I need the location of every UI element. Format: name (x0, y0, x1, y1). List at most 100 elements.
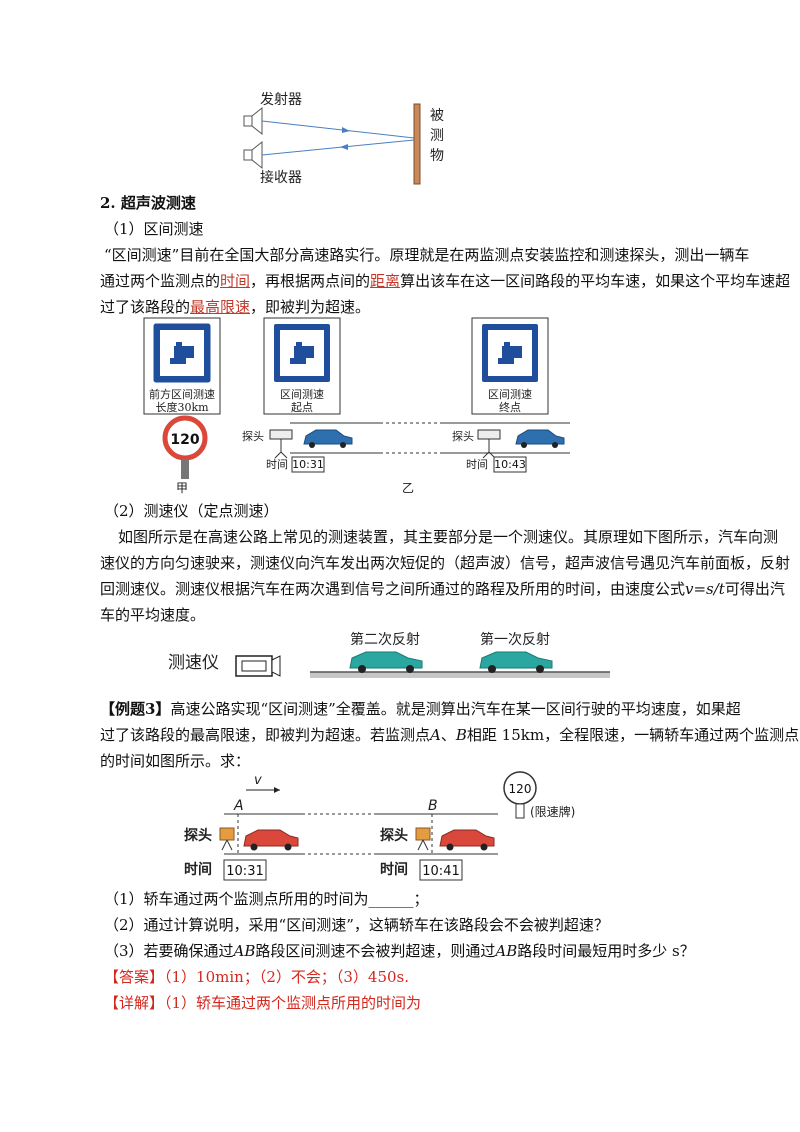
car-icon (303, 429, 353, 448)
text-span: ，即被判为超速。 (250, 298, 371, 316)
text-span: 可得出汽 (724, 580, 785, 598)
car-icon (243, 829, 299, 851)
label-point-a: A (233, 798, 244, 814)
text-span: 过了该路段的最高限速，即被判为超速。若监测点 (100, 726, 431, 744)
text-span: 相距 15km，全程限速，一辆轿车通过两个监测点 (466, 726, 800, 744)
subheading-interval: （1）区间测速 (104, 220, 204, 238)
end-sign-line1: 区间测速 (488, 388, 532, 401)
end-sign-line2: 终点 (499, 400, 521, 414)
para1-line2: 通过两个监测点的时间，再根据两点间的距离算出该车在这一区间路段的平均车速，如果这… (100, 268, 790, 294)
speed-limit-value: 120 (170, 432, 199, 448)
object-label-2: 测 (430, 128, 444, 144)
question-2: （2）通过计算说明，采用“区间测速”，这辆轿车在该路段会不会被判超速？ (104, 916, 609, 934)
example-line3: 的时间如图所示。求： (100, 752, 251, 770)
point-a: A (430, 726, 441, 744)
segment-ab: AB (495, 942, 518, 960)
text-span: 算出该车在这一区间路段的平均车速，如果这个平均车速超 (400, 272, 791, 290)
label-point-b: B (428, 798, 438, 814)
probe-camera-icon (269, 429, 293, 459)
label-jia: 甲 (176, 481, 188, 495)
camera-icon (498, 342, 522, 364)
text-span: 过了该路段的 (100, 298, 191, 316)
limit-sign-label: (限速牌) (530, 805, 575, 819)
receiver-label: 接收器 (260, 169, 302, 186)
first-reflection-label: 第一次反射 (480, 631, 550, 648)
object-label-3: 物 (430, 148, 444, 164)
receiver-speaker-icon (243, 140, 263, 170)
reflect-beam (261, 139, 415, 156)
highlight-speed-limit: 最高限速 (190, 298, 251, 316)
para2-line3: 回测速仪。测速仪根据汽车在两次遇到信号之间所通过的路程及所用的时间，由速度公式v… (100, 576, 785, 602)
sign-front-line1: 前方区间测速 (149, 387, 215, 401)
probe-label-2: 探头 (452, 430, 474, 443)
device-label: 测速仪 (168, 653, 219, 673)
emitter-label: 发射器 (260, 92, 302, 108)
car-icon (479, 651, 553, 673)
para1-line3: 过了该路段的最高限速，即被判为超速。 (100, 294, 710, 320)
text-span: 高速公路实现“区间测速”全覆盖。就是测算出汽车在某一区间行驶的平均速度，如果超 (170, 700, 741, 718)
text-span: 路段时间最短用时多少 s？ (517, 942, 695, 960)
probe-label-1: 探头 (242, 430, 264, 443)
time-label-b: 时间 (380, 861, 408, 878)
segment-ab: AB (233, 942, 256, 960)
object-label-1: 被 (430, 108, 444, 124)
subheading-fixed: （2）测速仪（定点测速） (104, 502, 279, 520)
para1-line1: “区间测速”目前在全国大部分高速路实行。原理就是在两监测点安装监控和测速探头，测… (104, 246, 750, 264)
explain-line: 【详解】（1）轿车通过两个监测点所用的时间为 (104, 990, 714, 1016)
formula: v=s/t (685, 580, 725, 598)
object-board (413, 103, 421, 185)
start-sign: 区间测速 起点 (263, 317, 341, 415)
velocity-label: v (254, 773, 262, 788)
car-icon (439, 829, 495, 851)
answer-line: 【答案】（1）10min；（2）不会；（3）450s. (104, 964, 714, 990)
text-span: 通过两个监测点的 (100, 272, 221, 290)
speed-limit-sign: 120 (503, 771, 537, 819)
ultrasonic-diagram: 发射器 接收器 被 测 物 (243, 92, 444, 186)
time-value-a: 10:31 (226, 864, 263, 879)
text-span: 、 (440, 726, 456, 744)
emitter-speaker-icon (243, 106, 263, 136)
ab-interval-figure: v A B 120 (限速牌) 探头 探头 时间 10:31 时间 10: (184, 771, 575, 881)
speed-gauge-figure: 测速仪 第二次反射 第一次反射 (168, 631, 610, 678)
time-label-1: 时间 (266, 458, 288, 471)
highlight-distance: 距离 (370, 272, 401, 290)
answer-tag: 【答案】 (104, 968, 165, 986)
probe-camera-icon (477, 429, 501, 459)
text-span: ，再根据两点间的 (250, 272, 371, 290)
car-icon (515, 429, 565, 448)
car-icon (349, 651, 423, 673)
section-heading: 2. 超声波测速 (100, 194, 196, 212)
probe-label-b: 探头 (380, 827, 408, 844)
start-sign-line2: 起点 (291, 401, 313, 414)
example-line2: 过了该路段的最高限速，即被判为超速。若监测点A、B相距 15km，全程限速，一辆… (100, 722, 799, 748)
end-sign: 区间测速 终点 (471, 317, 549, 415)
question-3: （3）若要确保通过AB路段区间测速不会被判超速，则通过AB路段时间最短用时多少 … (104, 938, 714, 964)
text-span: 回测速仪。测速仪根据汽车在两次遇到信号之间所通过的路程及所用的时间，由速度公式 (100, 580, 686, 598)
speed-limit-sign: 120 (162, 415, 208, 479)
answer-text: （1）10min；（2）不会；（3）450s. (164, 968, 410, 986)
time-value-2: 10:43 (494, 458, 526, 471)
emit-beam (261, 120, 415, 139)
time-label-a: 时间 (184, 861, 212, 878)
label-yi: 乙 (402, 481, 414, 495)
explain-tag: 【详解】 (104, 994, 165, 1012)
second-reflection-label: 第二次反射 (350, 631, 420, 648)
probe-label-a: 探头 (184, 827, 212, 844)
front-interval-sign: 前方区间测速 长度30km (143, 317, 221, 415)
sign-front-line2: 长度30km (155, 400, 209, 414)
explain-text: （1）轿车通过两个监测点所用的时间为 (164, 994, 422, 1012)
para2-line1: 如图所示是在高速公路上常见的测速装置，其主要部分是一个测速仪。其原理如下图所示，… (118, 528, 779, 546)
time-value-1: 10:31 (292, 458, 324, 471)
text-span: （3）若要确保通过 (104, 942, 234, 960)
example-line1: 【例题3】高速公路实现“区间测速”全覆盖。就是测算出汽车在某一区间行驶的平均速度… (100, 696, 741, 722)
probe-camera-icon (219, 827, 235, 851)
example-tag: 【例题3】 (100, 700, 171, 718)
highlight-time: 时间 (220, 272, 251, 290)
speed-gauge-device-icon (235, 655, 281, 677)
probe-camera-icon (415, 827, 431, 851)
question-1: （1）轿车通过两个监测点所用的时间为______； (104, 890, 429, 908)
point-b: B (455, 726, 467, 744)
interval-speed-figure: 前方区间测速 长度30km 120 甲 区间测速 起点 区间测速 终点 (143, 317, 570, 495)
text-span: 路段区间测速不会被判超速，则通过 (255, 942, 496, 960)
camera-icon (170, 342, 194, 364)
